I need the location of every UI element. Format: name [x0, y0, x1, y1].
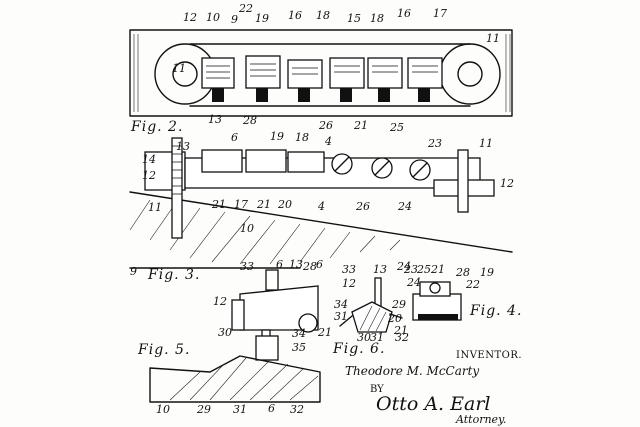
- fig2-label: 18: [370, 12, 384, 25]
- fig3-label: 21: [256, 198, 271, 211]
- fig4-label: 23: [403, 263, 418, 276]
- fig2-label: 10: [206, 11, 220, 24]
- fig2-label: 9: [231, 13, 238, 26]
- fig5-top-screw: [266, 270, 278, 290]
- fig2-label: 22: [238, 2, 253, 15]
- fig5-side-plate: [232, 300, 244, 330]
- fig2-label: 16: [288, 9, 302, 22]
- fig4-screw-head: [430, 283, 440, 293]
- fig3-label: 24: [397, 200, 412, 213]
- fig5-label: 28: [302, 260, 317, 273]
- fig3-label: 12: [500, 177, 514, 190]
- fig5-label: 10: [156, 403, 170, 416]
- fig6-label: 33: [342, 263, 356, 276]
- fig5-label: 35: [292, 341, 306, 354]
- fig2-label: 21: [353, 119, 368, 132]
- figure-4: 24 24 23 25 21 28 19 22 Fig. 4.: [396, 260, 522, 320]
- fig3-label: 17: [234, 198, 248, 211]
- fig2-label: 15: [347, 12, 361, 25]
- fig5-label: 12: [213, 295, 227, 308]
- fig3-label: 11: [148, 201, 162, 214]
- fig3-label: 9: [130, 265, 137, 278]
- inventor-label: INVENTOR.: [456, 350, 522, 361]
- fig6-label: 32: [395, 331, 409, 344]
- fig5-label: 6: [316, 258, 323, 271]
- fig5-insert: [256, 336, 278, 360]
- fig3-label: 11: [479, 137, 493, 150]
- fig5-label: 30: [218, 326, 232, 339]
- fig3-label: 26: [355, 200, 370, 213]
- fig2-label: 12: [183, 11, 197, 24]
- fig4-label: 22: [465, 278, 480, 291]
- fig2-right-post: [440, 44, 500, 104]
- fig3-label: 19: [270, 130, 284, 143]
- fig2-label: 28: [242, 114, 257, 127]
- fig3-label: 4: [324, 135, 332, 148]
- fig2-right-post-hole: [458, 62, 482, 86]
- fig2-label: 11: [486, 32, 500, 45]
- fig4-caption: Fig. 4.: [469, 303, 522, 319]
- fig2-label: 26: [318, 119, 333, 132]
- fig5-label: 21: [317, 326, 332, 339]
- fig5-label: 6: [276, 258, 283, 271]
- fig6-label: 29: [391, 298, 406, 311]
- fig5-caption: Fig. 5.: [137, 342, 190, 358]
- fig5-label: 6: [268, 402, 275, 415]
- fig6-caption: Fig. 6.: [332, 341, 385, 357]
- fig3-right-stud: [458, 150, 468, 212]
- fig5-label: 34: [292, 327, 306, 340]
- fig2-label: 11: [172, 62, 186, 75]
- fig2-caption: Fig. 2.: [130, 119, 183, 135]
- fig5-label: 31: [233, 403, 247, 416]
- fig2-label: 16: [397, 7, 411, 20]
- fig3-left-stud: [172, 138, 182, 238]
- fig3-label: 14: [142, 153, 156, 166]
- figure-2: 12 10 9 22 19 16 18 15 18 16 17 11 11 13…: [130, 2, 512, 135]
- fig4-label: 19: [480, 266, 494, 279]
- fig4-label: 24: [406, 276, 421, 289]
- fig4-label: 21: [430, 263, 445, 276]
- fig3-label: 18: [295, 131, 309, 144]
- fig6-label: 31: [334, 310, 348, 323]
- fig3-caption: Fig. 3.: [147, 267, 200, 283]
- fig2-label: 17: [433, 7, 447, 20]
- figure-6: 33 13 12 34 31 29 20 21 30 31 32 Fig. 6.: [332, 263, 409, 357]
- fig6-label: 12: [342, 277, 356, 290]
- fig5-label: 32: [290, 403, 304, 416]
- fig4-label: 25: [416, 263, 431, 276]
- fig3-label: 6: [231, 131, 238, 144]
- fig2-label: 25: [389, 121, 404, 134]
- attorney-label: Attorney.: [455, 413, 506, 426]
- inventor-name: Theodore M. McCarty: [345, 364, 479, 378]
- attorney-signature: Otto A. Earl: [376, 393, 490, 415]
- fig3-label: 23: [427, 137, 442, 150]
- fig2-label: 13: [208, 113, 222, 126]
- fig2-label: 19: [255, 12, 269, 25]
- fig3-label: 20: [277, 198, 292, 211]
- fig3-label: 12: [142, 169, 156, 182]
- fig4-base-shade: [418, 314, 458, 320]
- fig2-label: 18: [316, 9, 330, 22]
- fig3-label: 13: [176, 140, 190, 153]
- fig5-body-hatching: [170, 358, 318, 400]
- fig3-label: 21: [211, 198, 226, 211]
- fig5-label: 13: [289, 258, 303, 271]
- fig6-label: 13: [373, 263, 387, 276]
- signature-block: INVENTOR. Theodore M. McCarty BY Otto A.…: [345, 350, 522, 426]
- fig5-label: 29: [196, 403, 211, 416]
- fig3-label: 10: [240, 222, 254, 235]
- fig2-saddles: [202, 56, 442, 102]
- fig5-label: 33: [240, 260, 254, 273]
- fig3-label: 4: [317, 200, 325, 213]
